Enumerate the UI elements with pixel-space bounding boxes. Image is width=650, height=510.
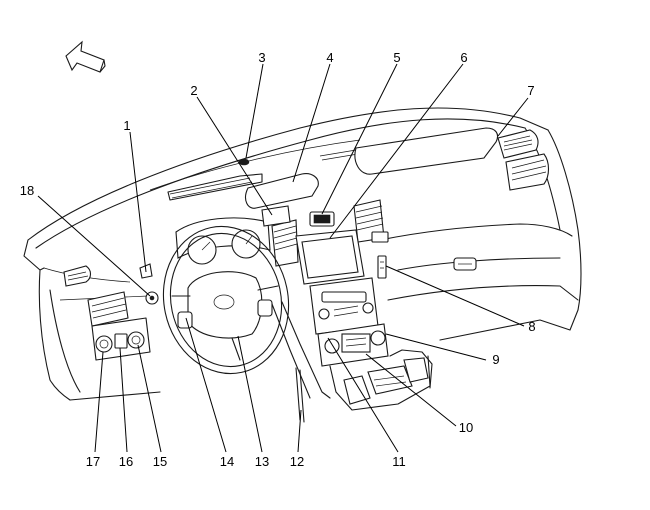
callout-18: 18 (20, 183, 34, 198)
callout-6: 6 (460, 50, 467, 65)
right-speaker-grille (354, 127, 499, 175)
callout-10: 10 (459, 420, 473, 435)
callout-12: 12 (290, 454, 304, 469)
callout-13: 13 (255, 454, 269, 469)
callout-14: 14 (220, 454, 234, 469)
callout-4: 4 (326, 50, 333, 65)
callout-17: 17 (86, 454, 100, 469)
callout-leaders (37, 63, 529, 453)
callout-15: 15 (153, 454, 167, 469)
sunload-sensor (238, 158, 250, 166)
callout-11: 11 (392, 454, 406, 469)
hazard-switch (309, 211, 335, 227)
callout-16: 16 (119, 454, 133, 469)
floor-console (329, 349, 433, 411)
headlamp-switch-cluster (91, 317, 151, 361)
navigation-display (295, 229, 365, 285)
left-vent (87, 291, 129, 327)
right-side-vent (497, 129, 550, 191)
steering-column (271, 301, 331, 423)
callout-9: 9 (492, 352, 499, 367)
left-speaker-grille (245, 173, 319, 209)
center-switch-strip (371, 231, 389, 279)
callout-1: 1 (123, 118, 130, 133)
forward-arrow-icon (65, 40, 106, 73)
callout-7: 7 (527, 83, 534, 98)
callout-2: 2 (190, 83, 197, 98)
callout-3: 3 (258, 50, 265, 65)
steering-wheel (162, 225, 290, 375)
callout-labels: 1 2 3 4 5 6 7 8 9 10 11 12 13 14 15 16 1… (20, 50, 536, 469)
instrument-cluster (175, 205, 291, 265)
callout-8: 8 (528, 319, 535, 334)
left-outlet-vent (63, 265, 92, 287)
center-stack-controls (309, 277, 389, 367)
callout-5: 5 (393, 50, 400, 65)
